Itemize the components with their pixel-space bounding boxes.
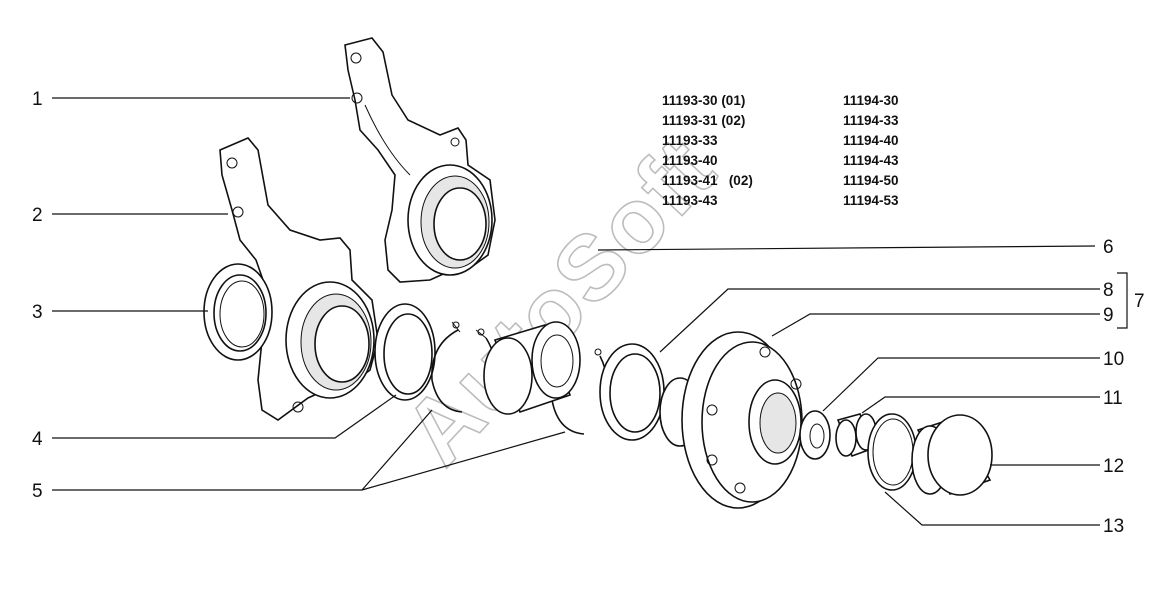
model-code: 11194-50	[843, 173, 899, 188]
callout-4: 4	[32, 429, 43, 450]
model-code: 11193-40	[662, 153, 718, 168]
hub-ring	[599, 343, 665, 441]
callout-3: 3	[32, 302, 43, 323]
callout-2: 2	[32, 205, 43, 226]
model-code: 11193-31 (02)	[662, 113, 745, 128]
model-code: 11194-43	[843, 153, 899, 168]
wheel-hub	[659, 331, 803, 509]
callout-7: 7	[1134, 291, 1145, 312]
seal-ring	[203, 263, 273, 361]
model-codes-column-1: 11193-30 (01) 11193-31 (02) 11193-33 111…	[662, 93, 753, 208]
o-ring	[867, 413, 917, 491]
callout-6: 6	[1103, 237, 1114, 258]
model-code: 11193-41 (02)	[662, 173, 753, 188]
callout-8: 8	[1103, 280, 1114, 301]
callout-9: 9	[1103, 305, 1114, 326]
callout-5: 5	[32, 481, 43, 502]
model-code: 11193-43	[662, 193, 718, 208]
hub-nut	[835, 413, 877, 458]
model-codes-column-2: 11194-30 11194-33 11194-40 11194-43 1119…	[843, 93, 899, 208]
callout-10: 10	[1103, 349, 1124, 370]
callout-13: 13	[1103, 516, 1124, 537]
model-code: 11194-30	[843, 93, 899, 108]
washer	[799, 410, 831, 460]
steering-knuckle-lower	[219, 137, 379, 421]
model-code: 11194-33	[843, 113, 899, 128]
callout-12: 12	[1103, 456, 1124, 477]
callout-numbers: 1 2 3 4 5 6 7 8 9 10 11 12 13	[32, 89, 1145, 537]
callout-11: 11	[1103, 388, 1123, 409]
callout-1: 1	[32, 89, 43, 110]
hub-cap	[911, 414, 993, 496]
steering-knuckle-upper	[344, 37, 496, 283]
model-code: 11193-30 (01)	[662, 93, 745, 108]
bearing-ring	[374, 303, 436, 401]
wheel-bearing	[483, 321, 581, 415]
model-code: 11193-33	[662, 133, 718, 148]
model-code: 11194-40	[843, 133, 899, 148]
leader-lines	[52, 97, 1128, 526]
model-code: 11194-53	[843, 193, 899, 208]
